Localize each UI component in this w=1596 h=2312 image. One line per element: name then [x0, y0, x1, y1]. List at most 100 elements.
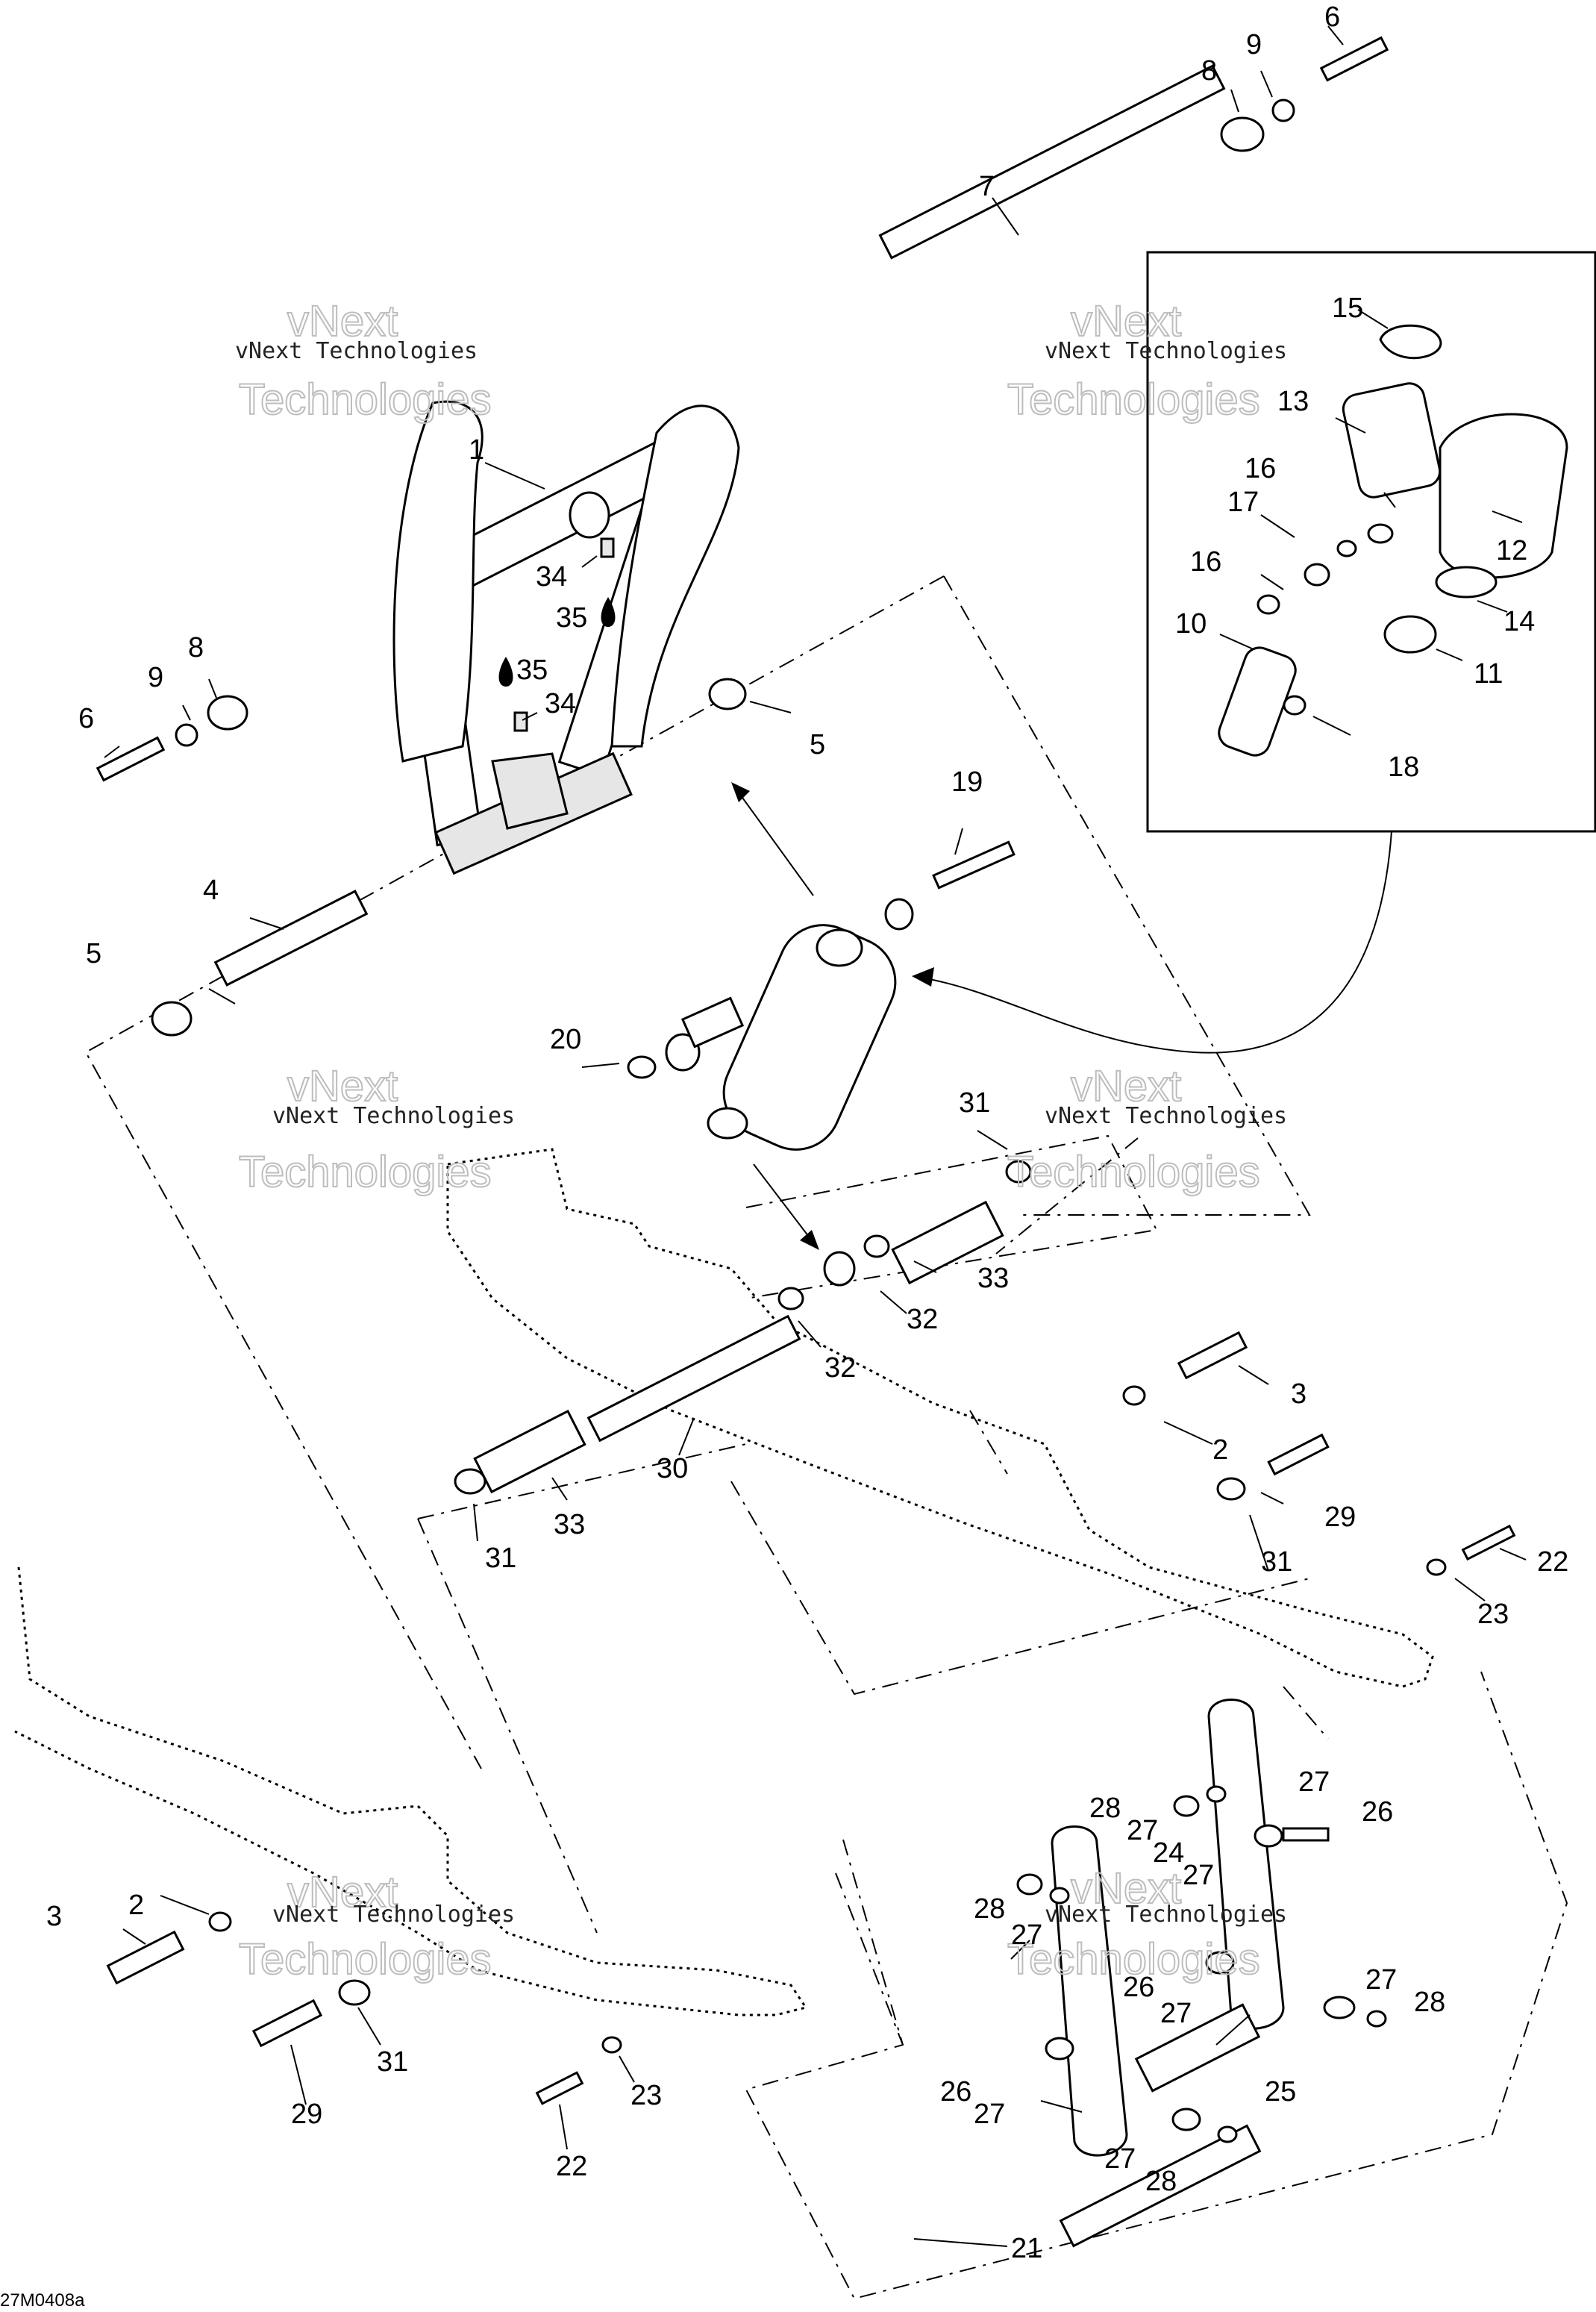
- callout-22: 22: [1537, 1546, 1568, 1578]
- watermark-mid-left: vNext Technologies vNext Technologies: [238, 1061, 515, 1197]
- callout-30: 30: [657, 1453, 688, 1484]
- pivot-shaft-assembly: [454, 1160, 1516, 1576]
- watermark-top-left: vNext Technologies vNext Technologies: [235, 296, 492, 425]
- callout-9: 9: [148, 662, 163, 693]
- pivot-shaft-boundary: [417, 1410, 1310, 1934]
- watermark-mid-right: vNext Technologies vNext Technologies: [1007, 1061, 1287, 1197]
- callout-13: 13: [1277, 386, 1309, 417]
- callout-5: 5: [86, 938, 101, 969]
- drawing-code: 27M0408a: [0, 2290, 85, 2311]
- watermark-text: vNext: [1071, 1062, 1181, 1110]
- callout-17: 17: [1227, 487, 1259, 518]
- callout-6: 6: [1324, 1, 1340, 33]
- callout-31: 31: [1261, 1546, 1292, 1578]
- shock-arrow-down-head: [800, 1230, 819, 1250]
- shock-absorber: [627, 782, 1016, 1250]
- callout-27: 27: [1127, 1815, 1158, 1846]
- callout-27: 27: [1365, 1964, 1397, 1996]
- callout-27: 27: [1011, 1919, 1042, 1951]
- callout-34: 34: [545, 688, 576, 719]
- callout-26: 26: [940, 2076, 971, 2108]
- watermark-text: Technologies: [1007, 1148, 1260, 1196]
- watermark-text: Technologies: [239, 1148, 492, 1196]
- callout-4: 4: [203, 875, 219, 906]
- callout-32: 32: [907, 1304, 938, 1335]
- callout-27: 27: [974, 2099, 1005, 2130]
- callout-10: 10: [1175, 608, 1207, 640]
- watermark-text: vNext: [1071, 297, 1181, 346]
- detail-inset-box: [1146, 251, 1596, 833]
- callout-34: 34: [536, 561, 567, 593]
- rear-link-assembly: [1016, 1699, 1387, 2248]
- grease-drop-icon: [601, 597, 616, 627]
- callout-24: 24: [1153, 1837, 1184, 1869]
- watermark-text: vNext Technologies: [235, 338, 478, 364]
- shock-arrow-up: [734, 787, 814, 896]
- shock-arrow-down: [753, 1163, 814, 1243]
- callout-32: 32: [824, 1352, 856, 1384]
- watermark-bottom-left: vNext Technologies vNext Technologies: [238, 1867, 515, 1984]
- callout-28: 28: [1414, 1987, 1445, 2018]
- callout-6: 6: [78, 703, 94, 734]
- callout-8: 8: [1201, 55, 1217, 87]
- left-rail: [14, 1566, 808, 2016]
- callout-31: 31: [485, 1543, 516, 1574]
- watermark-text: Technologies: [1007, 375, 1260, 424]
- callout-16: 16: [1245, 453, 1276, 484]
- callout-28: 28: [1145, 2166, 1177, 2197]
- callout-1: 1: [469, 434, 484, 466]
- callout-26: 26: [1362, 1796, 1393, 1828]
- rear-link-boundary: [835, 1686, 1329, 2046]
- callout-16: 16: [1190, 546, 1221, 578]
- callout-28: 28: [1089, 1793, 1121, 1824]
- callout-28: 28: [974, 1893, 1005, 1925]
- upper-assembly-boundary: [84, 575, 1311, 1769]
- watermark-text: Technologies: [239, 1935, 492, 1984]
- callout-31: 31: [959, 1087, 990, 1119]
- callout-27: 27: [1160, 1998, 1192, 2029]
- watermark-text: vNext Technologies: [272, 1103, 515, 1129]
- front-arm-assembly: [392, 400, 740, 875]
- shock-arrow-up-head: [731, 782, 750, 802]
- bushing-parts: [96, 36, 1389, 1037]
- callout-14: 14: [1503, 606, 1535, 637]
- callout-12: 12: [1496, 535, 1527, 566]
- callout-21: 21: [1011, 2233, 1042, 2264]
- callout-3: 3: [46, 1901, 62, 1932]
- callout-labels: 6 9 8 7 1 15 13 16 17 16 10 12 14 11 18 …: [46, 1, 1568, 2264]
- callout-20: 20: [550, 1024, 581, 1055]
- right-rail: [446, 1148, 1434, 1688]
- callout-5: 5: [810, 729, 825, 760]
- watermark-text: Technologies: [1007, 1935, 1260, 1984]
- watermark-top-right: vNext Technologies vNext Technologies: [1007, 296, 1287, 425]
- callout-11: 11: [1474, 658, 1503, 690]
- grease-drop-icon: [498, 657, 513, 687]
- left-rail-hardware: [106, 1911, 622, 2105]
- front-lower-shaft: [213, 890, 369, 987]
- watermark-text: vNext Technologies: [1045, 1902, 1287, 1928]
- callout-3: 3: [1291, 1378, 1306, 1410]
- callout-25: 25: [1265, 2076, 1296, 2108]
- callout-2: 2: [1212, 1434, 1228, 1466]
- callout-8: 8: [188, 632, 204, 663]
- callout-27: 27: [1298, 1766, 1330, 1798]
- watermark-text: Technologies: [239, 375, 492, 424]
- callout-29: 29: [1324, 1502, 1356, 1533]
- callout-18: 18: [1388, 752, 1419, 783]
- detail-connector-curve: [921, 831, 1392, 1054]
- callout-35: 35: [556, 602, 587, 634]
- watermark-text: vNext Technologies: [1045, 338, 1287, 364]
- callout-26: 26: [1123, 1972, 1154, 2003]
- leader-lines: [104, 25, 1527, 2247]
- watermark-bottom-right: vNext Technologies vNext Technologies: [1007, 1863, 1287, 1984]
- watermark-text: vNext Technologies: [272, 1902, 515, 1928]
- detail-connector-arrow: [912, 967, 934, 987]
- callout-7: 7: [979, 171, 995, 202]
- callout-33: 33: [977, 1263, 1009, 1294]
- callout-23: 23: [1477, 1599, 1509, 1630]
- callout-22: 22: [556, 2151, 587, 2182]
- callout-9: 9: [1246, 29, 1262, 60]
- watermark-text: vNext: [287, 1062, 398, 1110]
- inset-components: [1218, 324, 1568, 757]
